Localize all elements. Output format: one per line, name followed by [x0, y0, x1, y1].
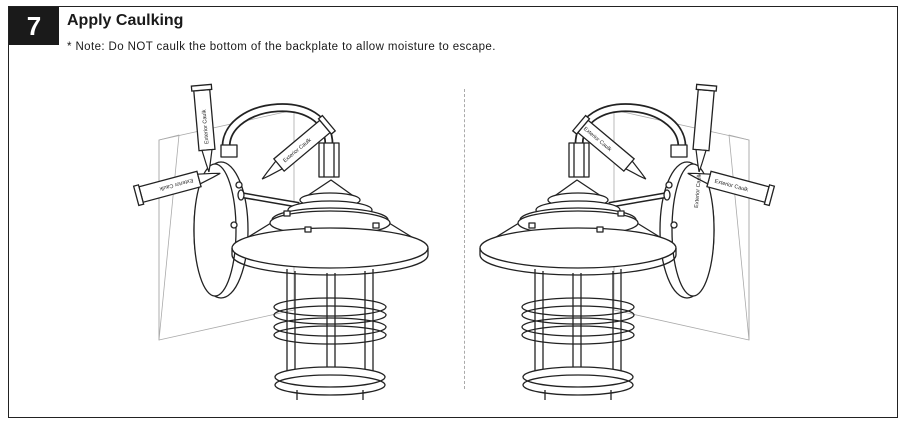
caulk-tube-icon — [692, 83, 718, 173]
step-note: * Note: Do NOT caulk the bottom of the b… — [67, 41, 496, 53]
step-title: Apply Caulking — [67, 12, 184, 29]
lamp-illustration-left: Exterior Caulk Exterior Caulk Exterior C… — [132, 83, 429, 400]
instruction-panel: 7 Apply Caulking * Note: Do NOT caulk th… — [8, 6, 898, 418]
caulk-tube-icon — [687, 170, 776, 207]
caulk-tube-icon: Exterior Caulk — [132, 170, 221, 207]
figure-divider — [464, 89, 465, 389]
lamp-shade — [479, 227, 677, 269]
tube-label: Exterior Caulk — [201, 109, 210, 144]
caulk-tube-icon — [571, 114, 647, 180]
lamp-illustration-right: Exterior Caulk Exterior Caulk Exterior C… — [479, 83, 776, 400]
lamp-shade — [231, 227, 429, 269]
caulk-tube-icon: Exterior Caulk — [190, 83, 216, 173]
step-number-badge: 7 — [9, 7, 59, 45]
tube-label: Exterior Caulk — [694, 173, 703, 208]
